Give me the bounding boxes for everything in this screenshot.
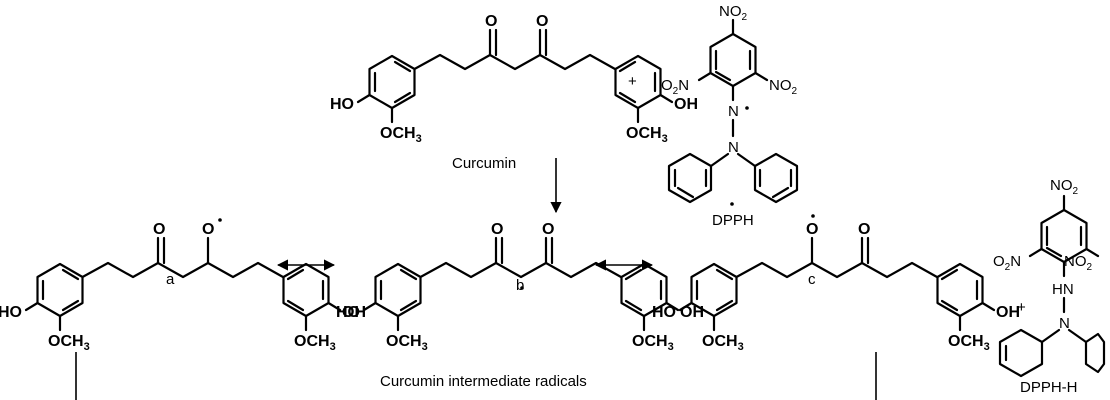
svg-text:O: O — [202, 221, 214, 238]
dpph-structure: NO2 O2N NO2 N N — [661, 3, 799, 204]
svg-text:O2N: O2N — [661, 77, 689, 97]
svg-text:NO2: NO2 — [1050, 177, 1079, 197]
svg-text:OH: OH — [342, 304, 366, 321]
svg-text:OCH3: OCH3 — [380, 125, 422, 145]
svg-text:HO: HO — [330, 96, 354, 113]
radical-b-label: b — [516, 277, 524, 294]
dpph-h-label: DPPH-H — [1020, 379, 1078, 396]
svg-text:OCH3: OCH3 — [386, 333, 428, 353]
curcumin-label: Curcumin — [452, 155, 516, 172]
dpph-label: DPPH — [712, 212, 754, 229]
svg-text:N: N — [728, 139, 739, 156]
svg-text:OH: OH — [680, 304, 704, 321]
svg-text:O: O — [806, 221, 818, 238]
plus-sign-top: + — [628, 73, 637, 90]
svg-text:OCH3: OCH3 — [294, 333, 336, 353]
dpph-h-structure — [1028, 194, 1100, 278]
radical-a-label: a — [166, 271, 175, 288]
svg-text:NO2: NO2 — [769, 77, 798, 97]
plus-sign-bottom: + — [1017, 299, 1026, 316]
svg-text:N: N — [1059, 315, 1070, 332]
svg-text:NO2: NO2 — [719, 3, 748, 23]
svg-text:O: O — [536, 13, 548, 30]
curcumin-structure: O O HO OCH3 OH OCH3 — [330, 13, 698, 145]
svg-text:O: O — [485, 13, 497, 30]
svg-text:O2N: O2N — [993, 253, 1021, 273]
svg-text:OCH3: OCH3 — [626, 125, 668, 145]
svg-text:HO: HO — [336, 304, 360, 321]
svg-text:OH: OH — [674, 96, 698, 113]
no2-right: NO2 — [1064, 253, 1093, 273]
svg-text:O: O — [542, 221, 554, 238]
svg-text:N: N — [728, 103, 739, 120]
svg-text:O: O — [491, 221, 503, 238]
svg-text:O: O — [153, 221, 165, 238]
radical-c-label: c — [808, 271, 816, 288]
radical-c-structure: O O HO OCH3 OH OCH3 — [652, 214, 1020, 353]
radical-b-structure: O O HO OCH3 OH OCH3 — [336, 221, 704, 353]
svg-text:HO: HO — [652, 304, 676, 321]
radical-a-structure: O O HO OCH3 OH OCH3 — [0, 218, 366, 353]
svg-text:O: O — [858, 221, 870, 238]
svg-text:OH: OH — [996, 304, 1020, 321]
svg-text:HN: HN — [1052, 281, 1074, 298]
svg-text:OCH3: OCH3 — [48, 333, 90, 353]
radicals-caption: Curcumin intermediate radicals — [380, 373, 587, 390]
svg-text:HO: HO — [0, 304, 22, 321]
svg-text:OCH3: OCH3 — [702, 333, 744, 353]
svg-text:OCH3: OCH3 — [948, 333, 990, 353]
svg-text:OCH3: OCH3 — [632, 333, 674, 353]
